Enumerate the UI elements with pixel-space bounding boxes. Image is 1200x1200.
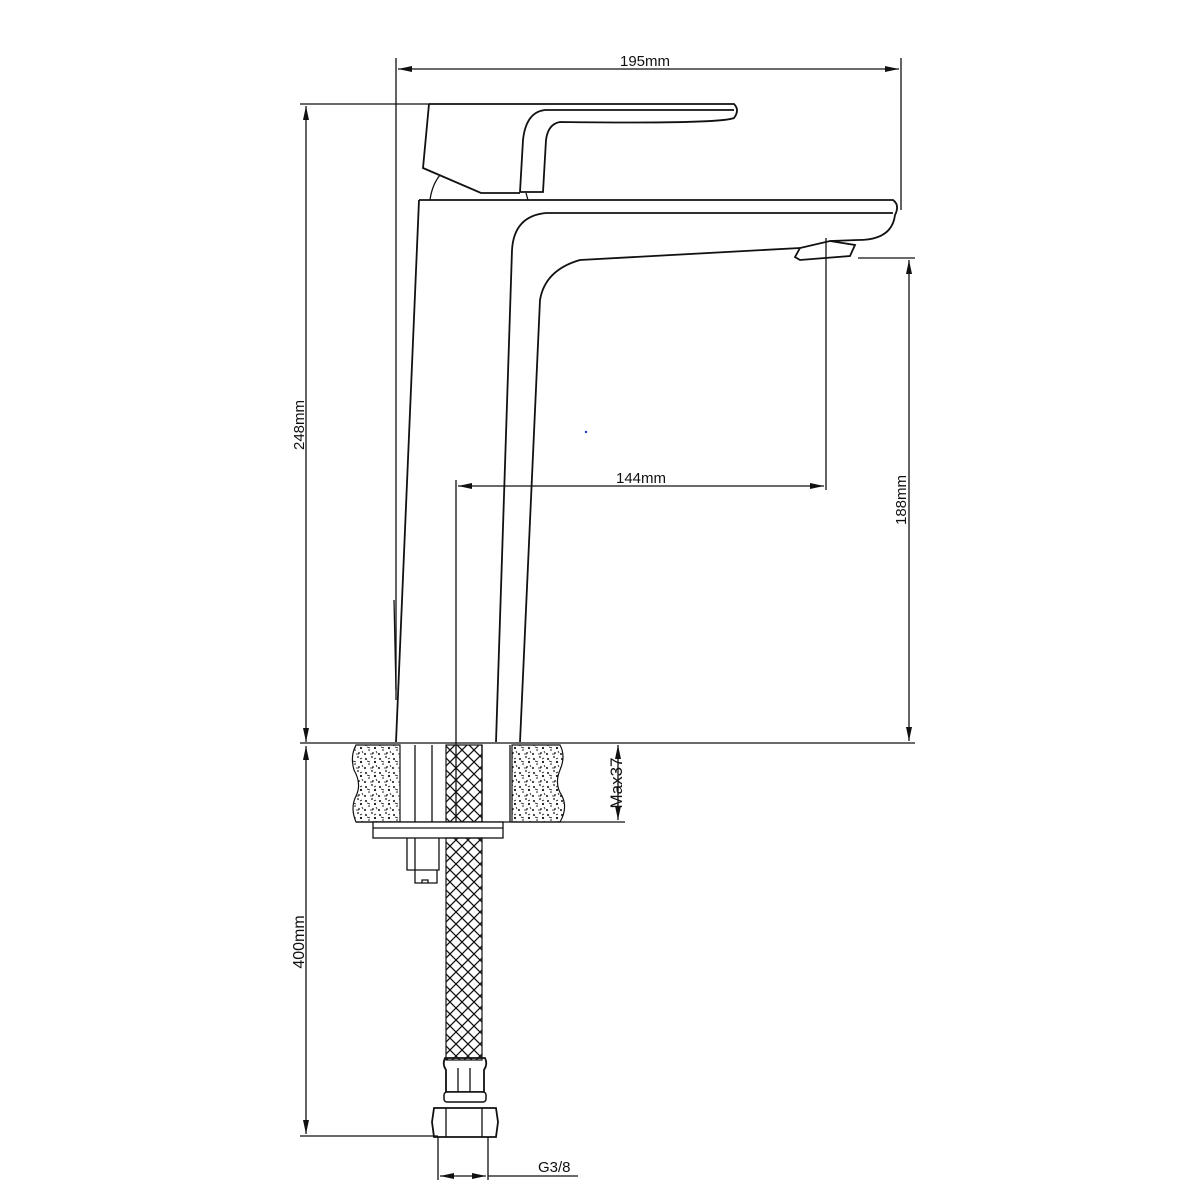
- reach-dimension: 144mm: [455, 238, 827, 830]
- flexible-hose: [431, 837, 499, 1138]
- hose-length-label: 400mm: [291, 915, 308, 968]
- hose-length-dimension: 400mm: [291, 746, 438, 1137]
- deck-section: [351, 744, 625, 884]
- deck-thickness-label: Max37: [607, 757, 626, 808]
- reach-label: 144mm: [616, 470, 666, 487]
- width-label: 195mm: [620, 53, 670, 70]
- spout-height-label: 188mm: [893, 475, 910, 525]
- deck-thickness-dimension: Max37: [607, 745, 626, 820]
- spout-height-dimension: 188mm: [858, 257, 915, 741]
- thread-dimension: G3/8: [437, 1137, 578, 1180]
- height-label: 248mm: [291, 400, 308, 450]
- width-dimension: 195mm: [395, 53, 902, 700]
- thread-label: G3/8: [538, 1159, 571, 1176]
- faucet-body: [393, 103, 898, 743]
- height-dimension: 248mm: [291, 103, 430, 742]
- stray-dot: [584, 430, 588, 434]
